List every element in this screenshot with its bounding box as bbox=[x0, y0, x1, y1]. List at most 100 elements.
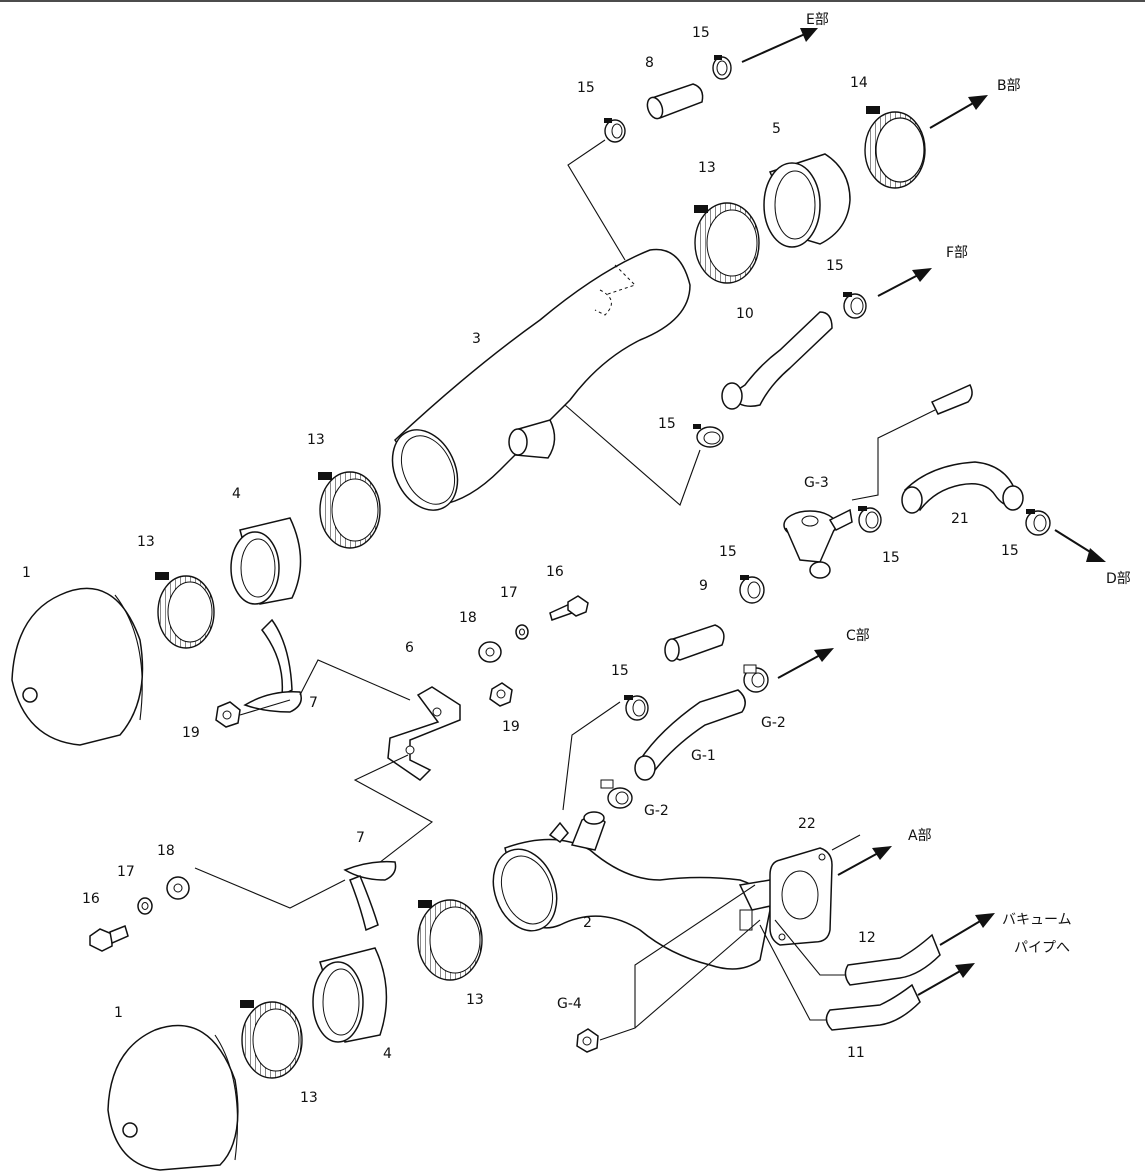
arrow-to-a bbox=[837, 846, 892, 876]
leader-3-to-15 bbox=[567, 139, 626, 261]
callout-2: 2 bbox=[583, 915, 592, 931]
callout-3: 3 bbox=[472, 331, 481, 347]
part-17-lockwasher-top bbox=[515, 624, 529, 640]
callout-15-9b: 15 bbox=[611, 663, 629, 679]
part-13-clamp-top bbox=[694, 202, 760, 284]
part-g2-clamp-a bbox=[743, 664, 769, 693]
part-15-clamp-f bbox=[843, 292, 867, 319]
callout-16-bot: 16 bbox=[82, 891, 100, 907]
leader-15-to-2 bbox=[562, 701, 621, 811]
arrow-to-c bbox=[777, 648, 834, 679]
label-c-bu: C部 bbox=[846, 628, 870, 644]
leader-7-to-6 bbox=[299, 659, 411, 701]
callout-16-top: 16 bbox=[546, 564, 564, 580]
label-vacuum-line1: バキューム bbox=[1002, 912, 1072, 928]
callout-15-9a: 15 bbox=[719, 544, 737, 560]
part-13-clamp-botleft bbox=[240, 1000, 303, 1079]
arrow-to-d bbox=[1054, 529, 1106, 562]
label-b-bu: B部 bbox=[997, 78, 1021, 94]
callout-21: 21 bbox=[951, 511, 969, 527]
part-1-air-filter-bot bbox=[107, 1024, 239, 1171]
part-g3-valve bbox=[783, 508, 853, 579]
part-15-clamp-left bbox=[604, 118, 626, 143]
label-e-bu: E部 bbox=[806, 12, 829, 28]
callout-g2-a: G-2 bbox=[761, 715, 786, 731]
part-15-clamp-top bbox=[712, 55, 732, 80]
part-15-clamp-mid bbox=[693, 424, 724, 448]
callout-g3: G-3 bbox=[804, 475, 829, 491]
callout-5: 5 bbox=[772, 121, 781, 137]
part-9-hose bbox=[664, 624, 725, 662]
label-vacuum-line2: パイプへ bbox=[1014, 940, 1070, 956]
part-8-hose bbox=[646, 83, 704, 120]
part-4-coupler-bot bbox=[312, 947, 388, 1043]
part-19-nut-left bbox=[215, 699, 291, 728]
callout-13-bot: 13 bbox=[466, 992, 484, 1008]
arrow-to-vacuum bbox=[939, 913, 995, 946]
label-f-bu: F部 bbox=[946, 245, 968, 261]
part-10-hose bbox=[721, 311, 833, 410]
label-d-bu: D部 bbox=[1106, 571, 1131, 587]
callout-12: 12 bbox=[858, 930, 876, 946]
callout-6: 6 bbox=[405, 640, 414, 656]
part-3-intake-pipe bbox=[391, 248, 691, 511]
part-1-air-filter-top bbox=[11, 587, 144, 746]
part-5-reducer bbox=[763, 153, 851, 248]
leader-3-to-15b bbox=[564, 404, 701, 506]
part-22-flange bbox=[769, 847, 833, 946]
part-15-clamp-9a bbox=[739, 575, 765, 604]
part-13-clamp-left bbox=[155, 572, 215, 649]
callout-15-g3: 15 bbox=[882, 550, 900, 566]
callout-13-top: 13 bbox=[698, 160, 716, 176]
callout-19-right: 19 bbox=[502, 719, 520, 735]
callout-g1: G-1 bbox=[691, 748, 716, 764]
callout-13-mid: 13 bbox=[307, 432, 325, 448]
callout-4-mid: 4 bbox=[232, 486, 241, 502]
callout-17-bot: 17 bbox=[117, 864, 135, 880]
callout-17-top: 17 bbox=[500, 585, 518, 601]
arrow-to-b bbox=[929, 95, 988, 129]
arrow-to-e bbox=[741, 28, 818, 63]
callout-10: 10 bbox=[736, 306, 754, 322]
callout-11: 11 bbox=[847, 1045, 865, 1061]
callout-8: 8 bbox=[645, 55, 654, 71]
part-19-nut-right bbox=[489, 682, 513, 707]
label-a-bu: A部 bbox=[908, 828, 932, 844]
callout-13-botleft: 13 bbox=[300, 1090, 318, 1106]
part-15-clamp-d bbox=[1025, 509, 1051, 536]
part-21-hose bbox=[901, 461, 1024, 514]
part-11-hose bbox=[759, 924, 921, 1031]
callout-15-left: 15 bbox=[577, 80, 595, 96]
callout-18-bot: 18 bbox=[157, 843, 175, 859]
part-13-clamp-mid bbox=[318, 471, 381, 549]
callout-1-top: 1 bbox=[22, 565, 31, 581]
part-6-bracket bbox=[387, 686, 461, 781]
leader-18-to-7 bbox=[194, 867, 346, 909]
arrow-vacuum-2 bbox=[917, 963, 975, 996]
part-g2-clamp-b bbox=[600, 779, 633, 809]
leader-6-to-7 bbox=[353, 754, 434, 871]
part-15-clamp-g3 bbox=[858, 506, 882, 533]
leader-g3 bbox=[851, 409, 936, 501]
callout-19-left: 19 bbox=[182, 725, 200, 741]
callout-9: 9 bbox=[699, 578, 708, 594]
part-g1-hose bbox=[634, 689, 746, 781]
callout-15-mid: 15 bbox=[658, 416, 676, 432]
callout-14: 14 bbox=[850, 75, 868, 91]
part-15-clamp-9b bbox=[624, 695, 649, 721]
callout-22: 22 bbox=[798, 816, 816, 832]
part-7-bracket-top bbox=[243, 618, 302, 713]
part-g3-hose-end bbox=[930, 384, 973, 415]
part-4-coupler-mid bbox=[230, 517, 302, 605]
callout-g4: G-4 bbox=[557, 996, 582, 1012]
part-18-washer-top bbox=[478, 641, 502, 663]
part-17-lockwasher-bot bbox=[137, 897, 153, 915]
part-12-hose bbox=[774, 919, 941, 986]
part-18-washer-bot bbox=[166, 876, 190, 900]
arrow-to-f bbox=[877, 268, 932, 297]
part-14-clamp bbox=[864, 106, 926, 189]
part-16-bolt-top bbox=[549, 595, 589, 621]
callout-13-left: 13 bbox=[137, 534, 155, 550]
part-13-clamp-bot bbox=[417, 899, 483, 981]
